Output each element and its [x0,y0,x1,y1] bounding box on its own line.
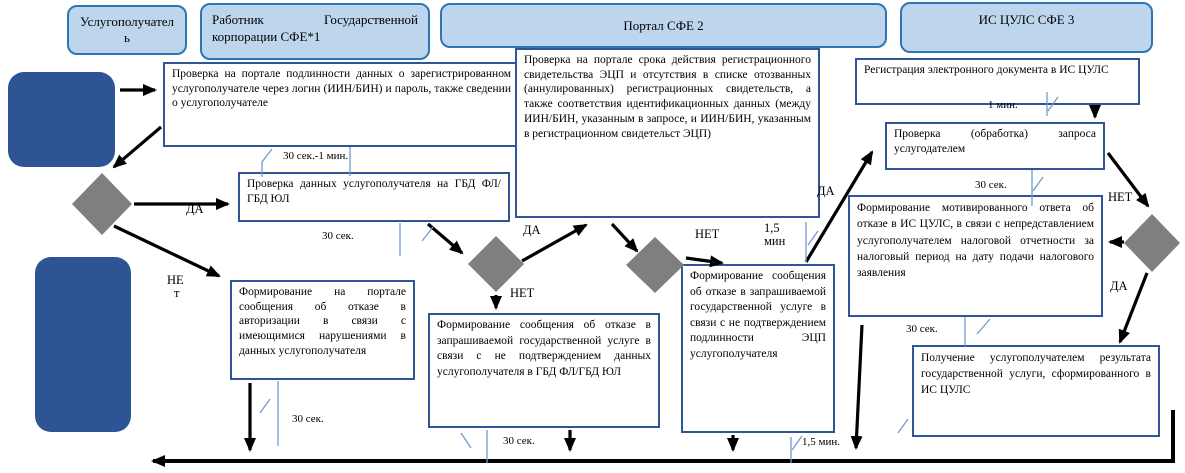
arrow-gbd-check-to-diamond2 [426,222,464,255]
edge-label-no-2: НЕТ [510,286,535,300]
callout-flag-motivated [976,318,991,335]
step-authorization-refusal: Формирование на портале сообщения об отк… [230,280,415,380]
arrow-login-check-to-diamond1 [112,125,163,169]
lane-header-is-culs: ИС ЦУЛС СФЕ 3 [900,2,1153,53]
arrow-motivated-refusal-down [850,324,864,450]
timing-label-auth-refusal: 30 сек. [292,413,324,425]
timing-label-ecp-refusal: 1,5 мин. [802,436,840,448]
step-motivated-refusal: Формирование мотивированного ответа об о… [848,195,1103,317]
timing-label-login-check: 30 сек.-1 мин. [283,150,349,162]
lane-header-worker: Работник Государственной корпорации СФЕ*… [200,3,430,60]
callout-flag-result [897,418,909,434]
step-login-check: Проверка на портале подлинности данных о… [163,62,520,147]
decision-diamond-ecp [626,237,684,293]
edge-label-yes-2: ДА [523,223,541,237]
lane-header-portal: Портал СФЕ 2 [440,3,887,48]
callout-flag-authref [259,398,271,414]
edge-label-no-4: НЕТ [1108,190,1133,204]
callout-flag-ecpref [791,435,803,451]
edge-label-yes-3: ДА [817,184,835,198]
step-gbd-check: Проверка данных услугополучателя на ГБД … [238,172,510,222]
step-ecp-refusal: Формирование сообщения об отказе в запра… [681,264,835,433]
step-request-processing: Проверка (обработка) запроса услугодател… [885,122,1105,170]
edge-label-yes-4: ДА [1110,279,1128,293]
timing-label-ecp-yes: 1,5 мин [764,221,786,249]
timing-label-ecp-yes-line1: 1,5 [764,221,780,235]
edge-label-yes-1: ДА [186,202,204,216]
edge-label-no-3: НЕТ [695,227,720,241]
timing-label-gbd-refusal: 30 сек. [503,435,535,447]
arrow-ecp-check-to-diamond3 [610,222,639,253]
step-document-registration: Регистрация электронного документа в ИС … [855,58,1140,105]
callout-flag-gbd [421,226,434,242]
edge-label-no-1-line1: НЕ [167,273,184,287]
timing-label-motivated-refusal: 30 сек. [906,323,938,335]
timing-label-registration: 1 мин. [988,99,1018,111]
step-ecp-check: Проверка на портале срока действия регис… [515,48,820,218]
decision-diamond-gbd [468,236,524,292]
step-result-receipt: Получение услугополучателем результата г… [912,345,1160,437]
step-gbd-refusal: Формирование сообщения об отказе в запра… [428,313,660,428]
decision-diamond-provider [1124,214,1180,272]
callout-flag-ecp-yes [807,230,819,246]
edge-label-no-1: НЕ т [167,273,184,301]
decision-diamond-authorization [72,173,132,235]
timing-label-gbd-check: 30 сек. [322,230,354,242]
terminator-start-node [8,72,115,167]
timing-label-request-processing: 30 сек. [975,179,1007,191]
terminator-end-node [35,257,131,432]
callout-flag-processing [1032,176,1044,192]
callout-flag-gbdref [460,432,472,449]
timing-label-ecp-yes-line2: мин [764,234,786,249]
lane-header-recipient: Услугополучатель [67,5,187,55]
arrow-diamond3-no [685,255,724,268]
edge-label-no-1-line2: т [174,286,180,301]
